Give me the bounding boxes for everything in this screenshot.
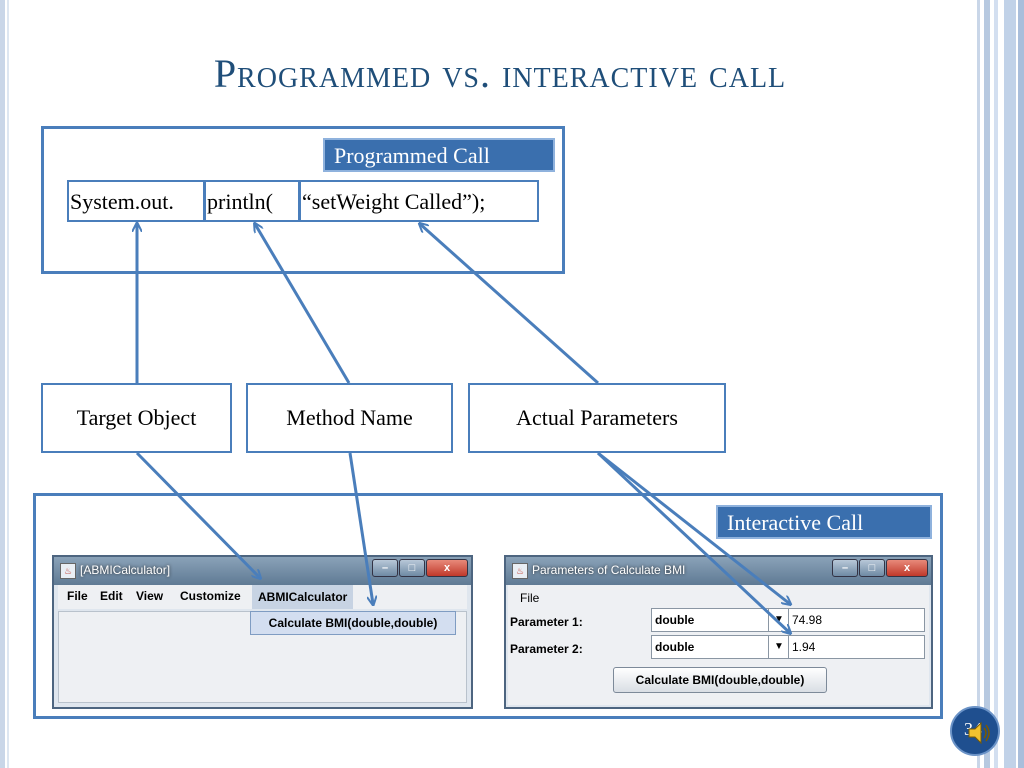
left-stripe-2: [7, 0, 9, 768]
parameter-2-dropdown[interactable]: ▼: [768, 635, 790, 659]
parameter-2-value-input[interactable]: 1.94: [788, 635, 925, 659]
window-title: [ABMICalculator]: [80, 563, 171, 577]
java-icon: ♨: [512, 563, 528, 579]
maximize-button[interactable]: □: [399, 559, 425, 577]
parameter-1-type-select[interactable]: double: [651, 608, 771, 632]
minimize-button[interactable]: –: [832, 559, 858, 577]
window-title-bar[interactable]: ♨ [ABMICalculator] – □ x: [54, 557, 471, 585]
slide-title: Programmed vs. interactive call: [213, 51, 787, 96]
menu-edit[interactable]: Edit: [100, 589, 123, 603]
close-button[interactable]: x: [426, 559, 468, 577]
menu-bar: File Edit View Customize ABMICalculator: [58, 585, 467, 609]
programmed-call-label: Programmed Call: [323, 138, 555, 172]
code-method-name: println(: [204, 180, 300, 222]
chevron-down-icon: ▼: [774, 614, 784, 625]
window-title: Parameters of Calculate BMI: [532, 563, 686, 577]
parameter-1-label: Parameter 1:: [510, 615, 583, 629]
interactive-call-label: Interactive Call: [716, 505, 932, 539]
right-stripe-5: [1018, 0, 1024, 768]
right-stripe-1: [977, 0, 980, 768]
parameter-1-value-input[interactable]: 74.98: [788, 608, 925, 632]
method-name-label: Method Name: [246, 383, 453, 453]
parameter-2-label: Parameter 2:: [510, 642, 583, 656]
speaker-icon[interactable]: [966, 720, 992, 746]
menu-file[interactable]: File: [67, 589, 88, 603]
menu-abmicalculator[interactable]: ABMICalculator: [252, 585, 354, 609]
right-stripe-2: [984, 0, 990, 768]
abmi-calculator-window: ♨ [ABMICalculator] – □ x File Edit View …: [52, 555, 473, 709]
parameters-window: ♨ Parameters of Calculate BMI – □ x File…: [504, 555, 933, 709]
code-actual-parameters: “setWeight Called”);: [299, 180, 539, 222]
target-object-label: Target Object: [41, 383, 232, 453]
actual-parameters-label: Actual Parameters: [468, 383, 726, 453]
menu-customize[interactable]: Customize: [180, 589, 241, 603]
java-icon: ♨: [60, 563, 76, 579]
close-button[interactable]: x: [886, 559, 928, 577]
menu-view[interactable]: View: [136, 589, 164, 603]
calculate-bmi-button[interactable]: Calculate BMI(double,double): [613, 667, 827, 693]
right-stripe-4: [1004, 0, 1016, 768]
dropdown-item-calculate-bmi[interactable]: Calculate BMI(double,double): [250, 611, 456, 635]
page-number-badge: 34: [950, 706, 1000, 756]
parameter-1-dropdown[interactable]: ▼: [768, 608, 790, 632]
minimize-button[interactable]: –: [372, 559, 398, 577]
code-target-object: System.out.: [67, 180, 205, 222]
maximize-button[interactable]: □: [859, 559, 885, 577]
right-stripe-3: [994, 0, 998, 768]
left-stripe-1: [0, 0, 5, 768]
parameter-2-type-select[interactable]: double: [651, 635, 771, 659]
chevron-down-icon: ▼: [774, 641, 784, 652]
menu-file[interactable]: File: [520, 591, 540, 605]
window-title-bar[interactable]: ♨ Parameters of Calculate BMI – □ x: [506, 557, 931, 585]
